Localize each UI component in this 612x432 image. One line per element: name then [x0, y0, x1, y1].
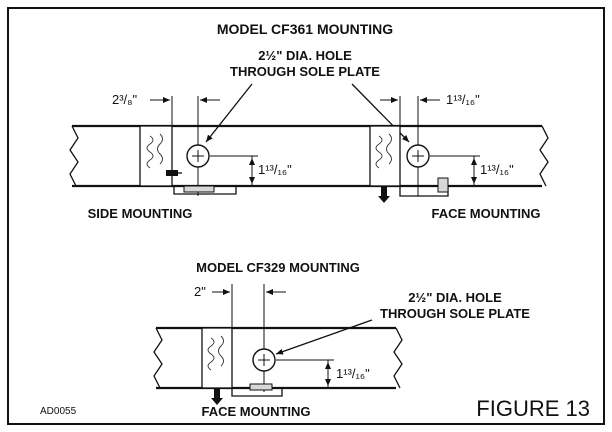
top-right-stud: [369, 125, 401, 187]
top-leader-left: [205, 83, 253, 143]
bottom-stud: [201, 327, 233, 389]
top-left-stud: [139, 125, 173, 187]
bottom-title: MODEL CF329 MOUNTING: [196, 260, 360, 275]
top-left-offset: 2³/₈": [112, 92, 138, 107]
bottom-hole-label-line1: 2½" DIA. HOLE: [408, 290, 502, 305]
top-right-hole: [406, 144, 430, 168]
top-right-height: 1¹³/₁₆": [480, 162, 514, 177]
top-title: MODEL CF361 MOUNTING: [217, 21, 393, 37]
top-hole-label-line1: 2½" DIA. HOLE: [258, 48, 352, 63]
bottom-caption: FACE MOUNTING: [201, 404, 310, 419]
top-left-height: 1¹³/₁₆": [258, 162, 292, 177]
top-hole-label-line2: THROUGH SOLE PLATE: [230, 64, 380, 79]
bottom-hole: [252, 348, 276, 372]
top-right-caption: FACE MOUNTING: [431, 206, 540, 221]
drawing-code: AD0055: [40, 406, 77, 417]
figure-number: FIGURE 13: [476, 396, 590, 421]
top-right-offset: 1¹³/₁₆": [446, 92, 480, 107]
figure-frame: [7, 7, 605, 425]
top-left-bracket: [166, 170, 237, 195]
bottom-sole-plate: [153, 326, 403, 390]
bottom-height: 1¹³/₁₆": [336, 366, 370, 381]
top-left-hole: [186, 144, 210, 168]
top-left-caption: SIDE MOUNTING: [88, 206, 193, 221]
top-right-bracket: [378, 177, 449, 203]
bottom-hole-label-line2: THROUGH SOLE PLATE: [380, 306, 530, 321]
bottom-leader: [275, 319, 373, 355]
bottom-bracket: [211, 383, 283, 405]
bottom-offset: 2": [194, 284, 206, 299]
